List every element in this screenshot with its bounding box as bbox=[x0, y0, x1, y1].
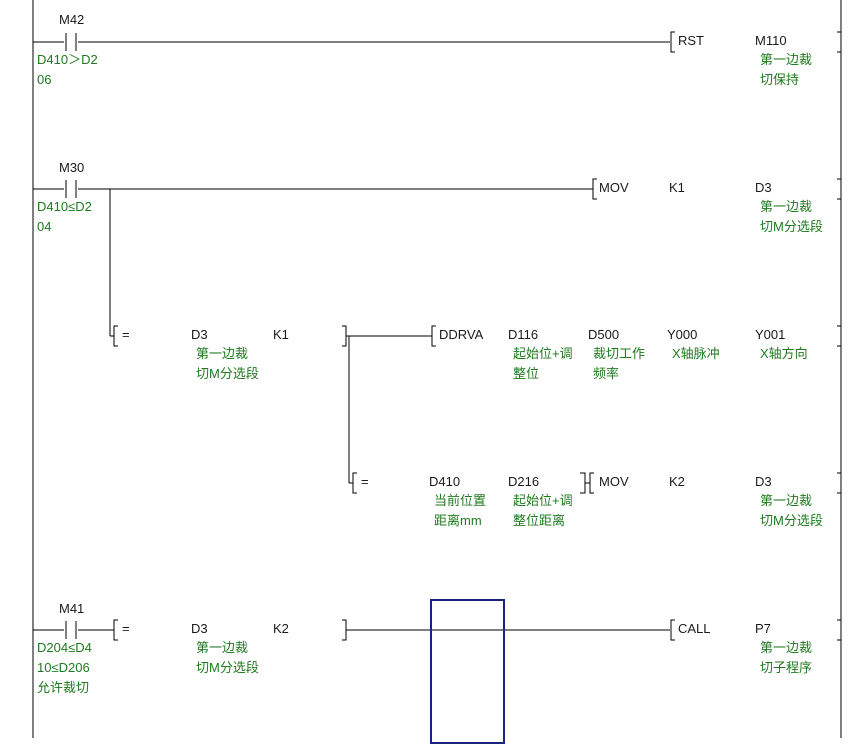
mov2-dest-d3[interactable]: D3 bbox=[755, 474, 772, 489]
d3-comment-2: 切M分选段 bbox=[760, 219, 823, 234]
m110-comment-2: 切保持 bbox=[760, 72, 800, 87]
rung-2 bbox=[33, 178, 842, 494]
contact-m41-comment-1: D204≤D4 bbox=[37, 640, 92, 655]
compare3-d3-comment-1: 第一边裁 bbox=[196, 640, 249, 655]
ddrva-d500[interactable]: D500 bbox=[588, 327, 620, 342]
d500-comment-1: 裁切工作 bbox=[593, 346, 646, 361]
rung-3 bbox=[33, 619, 842, 641]
d216-comment-1: 起始位+调 bbox=[513, 493, 573, 508]
compare2-d410[interactable]: D410 bbox=[429, 474, 461, 489]
contact-m30-comment-2: 04 bbox=[37, 219, 52, 234]
d3-comment-1: 第一边裁 bbox=[760, 199, 813, 214]
y001-comment: X轴方向 bbox=[760, 346, 808, 361]
contact-m42-label[interactable]: M42 bbox=[59, 12, 85, 27]
compare-eq-op[interactable]: = bbox=[122, 327, 130, 342]
contact-m41-comment-2: 10≤D206 bbox=[37, 660, 90, 675]
contact-m30-label[interactable]: M30 bbox=[59, 160, 85, 175]
d216-comment-2: 整位距离 bbox=[513, 513, 566, 528]
call-operand-p7[interactable]: P7 bbox=[755, 621, 771, 636]
mov-dest-d3[interactable]: D3 bbox=[755, 180, 772, 195]
contact-m41-comment-3: 允许裁切 bbox=[37, 680, 90, 695]
compare2-eq-op[interactable]: = bbox=[361, 474, 369, 489]
compare3-d3-comment-2: 切M分选段 bbox=[196, 660, 259, 675]
mov2-instruction[interactable]: MOV bbox=[599, 474, 629, 489]
compare-k1[interactable]: K1 bbox=[273, 327, 289, 342]
mov-source-k1[interactable]: K1 bbox=[669, 180, 685, 195]
compare3-d3[interactable]: D3 bbox=[191, 621, 208, 636]
contact-m42-comment-2: 06 bbox=[37, 72, 52, 87]
contact-m41-label[interactable]: M41 bbox=[59, 601, 85, 616]
contact-m42-comment-1: D410＞D2 bbox=[37, 52, 98, 67]
ddrva-d116[interactable]: D116 bbox=[508, 327, 539, 342]
compare-d3[interactable]: D3 bbox=[191, 327, 208, 342]
mov-instruction[interactable]: MOV bbox=[599, 180, 629, 195]
p7-comment-1: 第一边裁 bbox=[760, 640, 813, 655]
contact-m30-comment-1: D410≤D2 bbox=[37, 199, 92, 214]
d410-comment-2: 距离mm bbox=[434, 513, 482, 528]
call-instruction[interactable]: CALL bbox=[678, 621, 711, 636]
rst-operand-m110[interactable]: M110 bbox=[755, 33, 787, 48]
compare-d3-comment-1: 第一边裁 bbox=[196, 346, 249, 361]
m110-comment-1: 第一边裁 bbox=[760, 52, 813, 67]
mov2-source-k2[interactable]: K2 bbox=[669, 474, 685, 489]
selection-cursor[interactable] bbox=[430, 599, 505, 744]
y000-comment: X轴脉冲 bbox=[672, 346, 720, 361]
d116-comment-2: 整位 bbox=[513, 366, 540, 381]
compare3-k2[interactable]: K2 bbox=[273, 621, 289, 636]
ddrva-y000[interactable]: Y000 bbox=[667, 327, 698, 342]
d500-comment-2: 频率 bbox=[593, 366, 620, 381]
compare-d3-comment-2: 切M分选段 bbox=[196, 366, 259, 381]
ddrva-y001[interactable]: Y001 bbox=[755, 327, 786, 342]
compare2-d216[interactable]: D216 bbox=[508, 474, 540, 489]
ddrva-instruction[interactable]: DDRVA bbox=[439, 327, 484, 342]
rst-instruction[interactable]: RST bbox=[678, 33, 704, 48]
mov2-d3-comment-1: 第一边裁 bbox=[760, 493, 813, 508]
compare3-eq-op[interactable]: = bbox=[122, 621, 130, 636]
p7-comment-2: 切子程序 bbox=[760, 660, 813, 675]
mov2-d3-comment-2: 切M分选段 bbox=[760, 513, 823, 528]
rung-1 bbox=[33, 31, 842, 53]
d116-comment-1: 起始位+调 bbox=[513, 346, 573, 361]
d410-comment-1: 当前位置 bbox=[434, 493, 487, 508]
